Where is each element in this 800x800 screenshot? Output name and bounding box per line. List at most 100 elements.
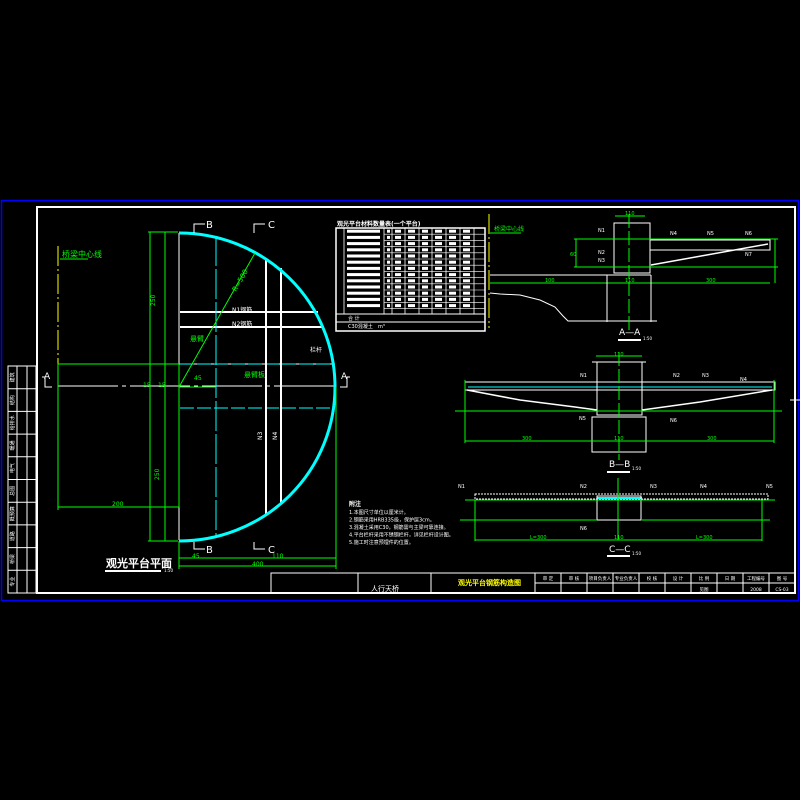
svg-text:110: 110 (625, 211, 635, 217)
table-cell-value (422, 229, 428, 233)
table-cell-value (435, 235, 442, 239)
svg-text:N2: N2 (673, 373, 680, 379)
svg-text:N1钢筋: N1钢筋 (232, 306, 252, 314)
svg-text:N6: N6 (745, 231, 752, 237)
title-block-header: 工程编号 (747, 575, 765, 582)
table-cell-value (435, 291, 442, 295)
svg-text:L=300: L=300 (530, 535, 547, 541)
svg-text:N4: N4 (740, 377, 747, 383)
table-cell-value (435, 254, 442, 258)
svg-text:1:50: 1:50 (632, 466, 641, 471)
table-cell-value (422, 279, 428, 283)
svg-text:B: B (206, 220, 213, 231)
table-footer-label: 合 计 (348, 315, 360, 322)
table-cell-value (347, 297, 380, 301)
table-cell-value (449, 285, 456, 289)
svg-text:N2钢筋: N2钢筋 (232, 320, 252, 328)
svg-text:110: 110 (272, 553, 284, 560)
table-cell-value (408, 279, 415, 283)
table-cell-value (387, 291, 390, 295)
table-cell-value (408, 273, 415, 277)
table-cell-value (435, 260, 442, 264)
table-cell-value (408, 229, 415, 233)
svg-text:悬臂板: 悬臂板 (244, 370, 265, 379)
table-cell-value (435, 229, 442, 233)
title-block: 人行天桥 观光平台钢筋构造图 审 定审 核项目负责人专业负责人校 核设 计比 例… (270, 572, 796, 594)
svg-text:悬臂: 悬臂 (190, 334, 204, 343)
note-line: 3.混凝土采用C30，钢筋需与主梁可靠连接。 (349, 524, 449, 531)
table-cell-value (435, 285, 442, 289)
table-cell-value (449, 229, 456, 233)
note-line: 5.施工时注意预埋件的位置。 (349, 539, 414, 546)
table-cell-value (449, 297, 456, 301)
table-cell-value (435, 297, 442, 301)
side-row-label: 暖通 (9, 440, 16, 450)
axis-label: 桥梁中心线 (62, 249, 102, 259)
title-block-header: 设 计 (673, 575, 684, 582)
svg-text:N7: N7 (745, 252, 752, 258)
table-cell-value (408, 304, 415, 308)
table-cell-value (463, 248, 470, 252)
svg-text:附注: 附注 (349, 500, 361, 508)
table-cell-value (463, 304, 470, 308)
svg-text:A: A (44, 372, 51, 382)
svg-text:200: 200 (112, 501, 124, 508)
plan-title: 观光平台平面 (106, 556, 172, 570)
table-cell-value (387, 229, 390, 233)
table-cell-value (449, 260, 456, 264)
title-block-header: 比 例 (699, 575, 710, 582)
title-block-header: 专业负责人 (615, 575, 638, 582)
section-marker-c-top: C (253, 220, 275, 233)
table-cell-value (463, 229, 470, 233)
table-cell-value (422, 254, 428, 258)
svg-text:45: 45 (194, 375, 202, 382)
table-cell-value (463, 260, 470, 264)
section-marker-a-left: A (42, 372, 52, 388)
svg-text:100: 100 (545, 278, 555, 284)
table-cell-value (387, 297, 390, 301)
svg-text:N5: N5 (766, 484, 773, 490)
title-block-value: CS-03 (775, 587, 788, 593)
table-cell-value (422, 248, 428, 252)
table-footer-unit: m³ (378, 324, 385, 330)
table-cell-value (463, 279, 470, 283)
table-cell-value (408, 254, 415, 258)
table-cell-value (449, 279, 456, 283)
side-row-label: 建筑 (9, 372, 16, 382)
svg-text:N4: N4 (700, 484, 707, 490)
svg-text:N3: N3 (702, 373, 709, 379)
table-cell-value (395, 297, 401, 301)
table-cell-value (387, 235, 390, 239)
table-cell-value (449, 273, 456, 277)
svg-text:300: 300 (706, 278, 716, 284)
section-marker-a-right: A (340, 372, 350, 388)
table-cell-value (347, 254, 380, 258)
svg-text:110: 110 (614, 535, 624, 541)
svg-text:栏杆: 栏杆 (310, 346, 322, 354)
table-cell-value (387, 242, 390, 246)
svg-text:N3: N3 (257, 432, 264, 440)
table-cell-value (449, 248, 456, 252)
title-block-header: 审 核 (569, 575, 580, 582)
svg-text:N1: N1 (580, 373, 587, 379)
table-cell-value (463, 254, 470, 258)
svg-text:N4: N4 (670, 231, 677, 237)
table-cell-value (435, 248, 442, 252)
svg-text:C: C (268, 220, 275, 231)
svg-text:B: B (206, 545, 213, 556)
table-cell-value (463, 235, 470, 239)
svg-text:400: 400 (252, 561, 264, 568)
section-aa: 桥梁中心线 110 100 110 300 60 N1 N2 N3 N4 N5 … (488, 211, 778, 341)
svg-text:L=300: L=300 (696, 535, 713, 541)
table-cell-value (449, 266, 456, 270)
svg-text:A: A (341, 372, 348, 382)
side-row-label: 总图 (9, 486, 16, 496)
svg-text:N6: N6 (670, 418, 677, 424)
side-row-label: 给排水 (9, 415, 16, 430)
table-cell-value (387, 285, 390, 289)
table-cell-value (395, 248, 401, 252)
side-row-label: 电气 (9, 463, 16, 473)
table-cell-value (422, 291, 428, 295)
